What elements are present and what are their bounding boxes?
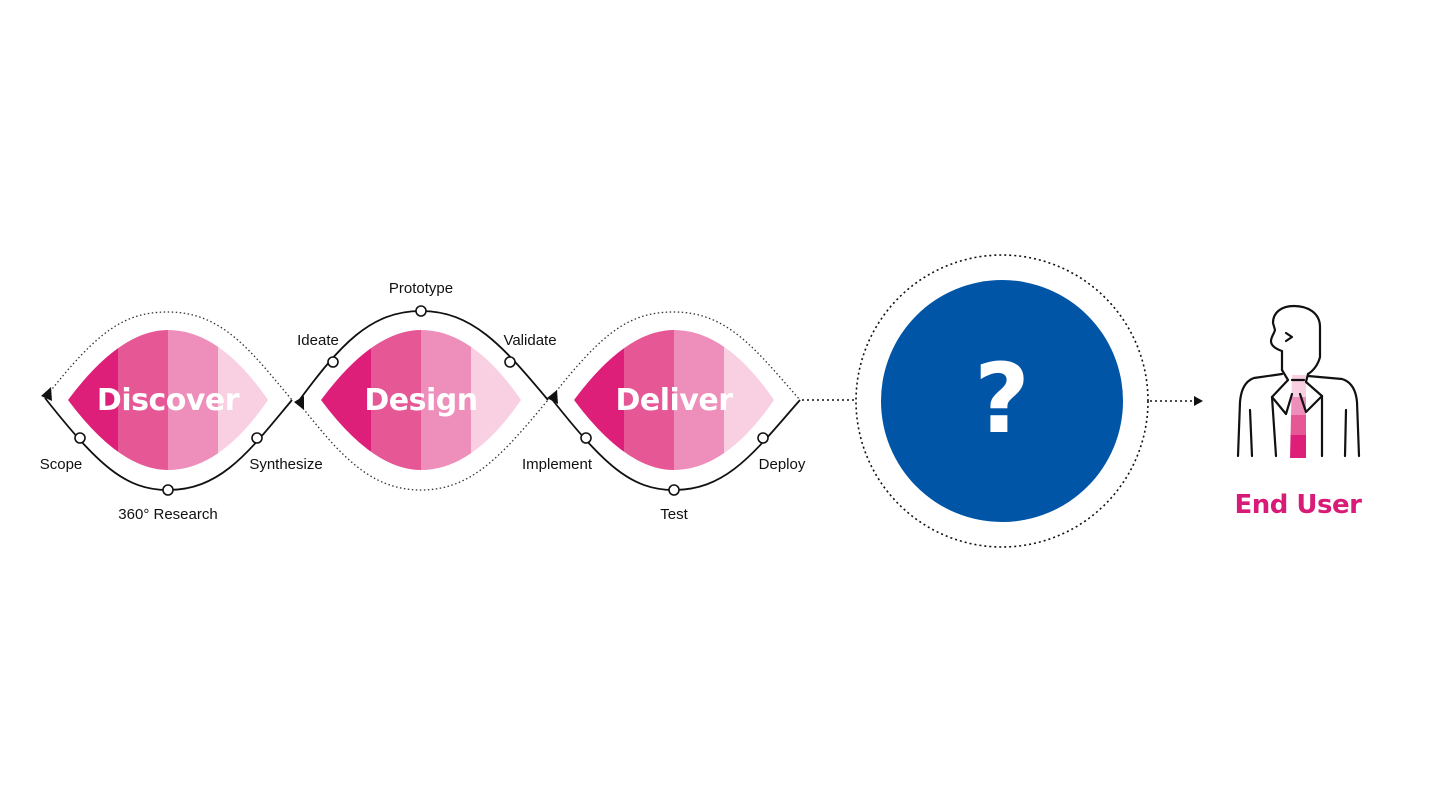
deliver-dotted-path	[550, 311, 801, 401]
lens-band	[674, 330, 724, 470]
question-mark: ?	[974, 343, 1030, 455]
end-user-label: End User	[1235, 490, 1363, 520]
step-research-label: 360° Research	[118, 506, 217, 523]
lens-band	[421, 330, 471, 470]
milestone-deploy	[757, 432, 769, 444]
arrow-head-icon	[294, 396, 304, 410]
milestone-scope	[74, 432, 86, 444]
lens-band	[168, 330, 218, 470]
step-ideate-label: Ideate	[297, 332, 339, 349]
unknown-outer-dotted-ring	[855, 254, 1149, 548]
step-deploy-label: Deploy	[759, 456, 806, 473]
milestone-test	[668, 484, 680, 496]
tie-icon	[1290, 375, 1306, 458]
discover-title: Discover	[97, 383, 240, 418]
milestone-prototype	[415, 305, 427, 317]
design-phase: Design	[321, 330, 521, 470]
milestone-synthesize	[251, 432, 263, 444]
arrow-heads	[41, 387, 558, 410]
milestone-implement	[580, 432, 592, 444]
discover-dotted-path	[44, 311, 293, 401]
milestone-ideate	[327, 356, 339, 368]
step-validate-label: Validate	[503, 332, 556, 349]
arrow-head-icon	[1194, 396, 1203, 406]
arrow-head-icon	[41, 387, 52, 401]
deliver-phase: Deliver	[574, 330, 774, 470]
step-prototype-label: Prototype	[389, 280, 453, 297]
milestone-validate	[504, 356, 516, 368]
step-labels: Scope 360° Research Synthesize Ideate Pr…	[40, 280, 806, 523]
step-scope-label: Scope	[40, 456, 83, 473]
design-dotted-path	[297, 399, 549, 491]
lens-band	[118, 330, 168, 470]
milestones	[74, 305, 769, 496]
milestone-research	[162, 484, 174, 496]
lens-band	[624, 330, 674, 470]
person-icon	[1236, 304, 1361, 458]
step-implement-label: Implement	[522, 456, 593, 473]
unknown-circle	[881, 280, 1123, 522]
dotted-return-paths	[44, 311, 801, 491]
arrow-head-icon	[547, 390, 558, 404]
deliver-title: Deliver	[615, 383, 733, 418]
lens-band	[371, 330, 421, 470]
design-title: Design	[364, 383, 477, 418]
discover-phase: Discover	[68, 330, 268, 470]
step-synthesize-label: Synthesize	[249, 456, 322, 473]
end-user: End User	[1235, 304, 1363, 520]
step-test-label: Test	[660, 506, 688, 523]
unknown-step: ?	[855, 254, 1149, 548]
lens-band	[471, 330, 521, 470]
